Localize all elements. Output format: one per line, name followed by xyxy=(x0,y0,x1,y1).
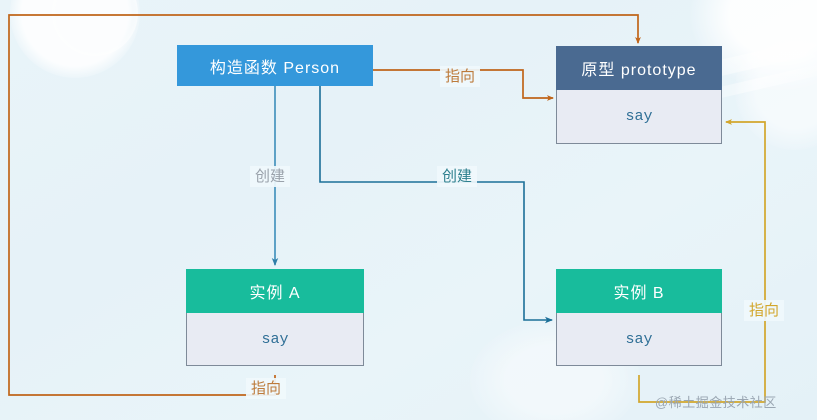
edge-instance-b-to-prototype xyxy=(638,119,766,403)
edge-label-instance-a-to-prototype: 指向 xyxy=(246,378,287,399)
node-prototype[interactable]: 原型 prototype say xyxy=(556,46,722,144)
edge-label-instance-b-to-prototype: 指向 xyxy=(744,300,785,321)
node-prototype-header: 原型 prototype xyxy=(556,46,722,90)
node-instance-b-header: 实例 B xyxy=(556,269,722,313)
edge-person-to-instance-b xyxy=(319,86,553,324)
node-instance-a-method-say: say xyxy=(186,313,364,366)
edge-label-person-to-prototype: 指向 xyxy=(440,66,481,87)
node-constructor-person[interactable]: 构造函数 Person xyxy=(177,45,373,86)
node-prototype-method-say: say xyxy=(556,90,722,144)
edge-label-person-to-instance-b: 创建 xyxy=(437,166,478,187)
node-instance-a-header: 实例 A xyxy=(186,269,364,313)
node-instance-a[interactable]: 实例 A say xyxy=(186,269,364,366)
node-instance-b[interactable]: 实例 B say xyxy=(556,269,722,366)
node-instance-b-method-say: say xyxy=(556,313,722,366)
node-constructor-person-header: 构造函数 Person xyxy=(177,45,373,86)
edge-label-person-to-instance-a: 创建 xyxy=(250,166,291,187)
watermark: @稀土掘金技术社区 xyxy=(655,395,777,410)
